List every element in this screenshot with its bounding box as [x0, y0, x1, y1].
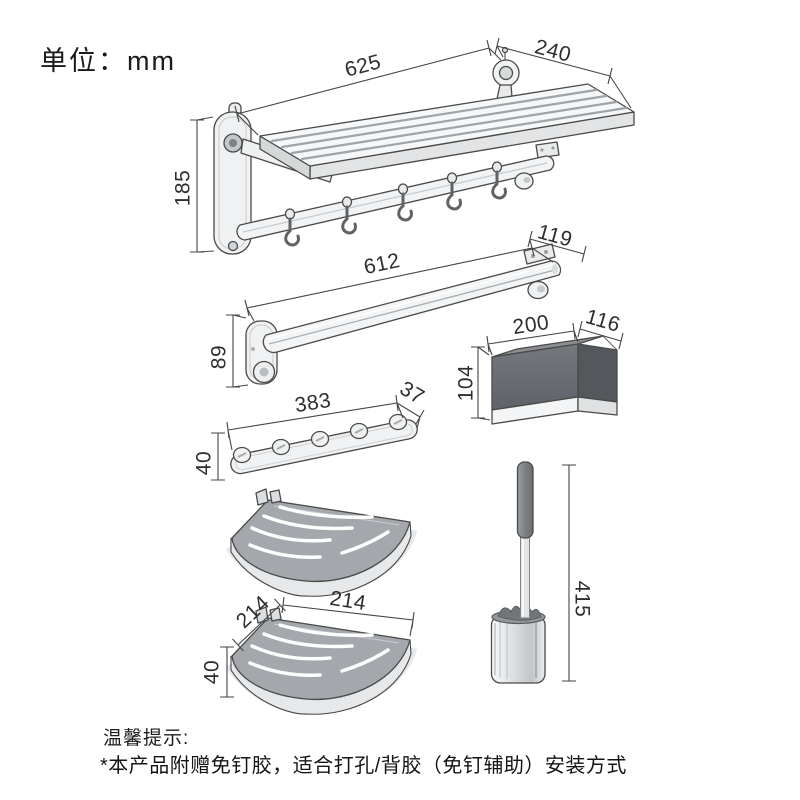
- rail-hook-heads: [232, 413, 408, 464]
- dim-shelf-side-top: 214: [328, 587, 368, 615]
- towel-bar-drawing: [245, 243, 562, 385]
- dim-bar-length: 612: [362, 249, 403, 279]
- hook-rail-drawing: [230, 413, 418, 475]
- dim-rail-depth: 37: [396, 377, 429, 409]
- dim-brush-height: 415: [571, 581, 594, 618]
- dim-shelf-height: 40: [201, 660, 224, 684]
- toilet-brush-drawing: [490, 461, 546, 684]
- unit-label: 单位：mm: [40, 46, 176, 76]
- note-title: 温馨提示:: [103, 727, 189, 749]
- dim-rack-height: 185: [172, 170, 195, 207]
- rack-hooks: [284, 161, 507, 247]
- storage-box-drawing: [491, 335, 618, 425]
- dim-box-width: 200: [511, 311, 551, 339]
- dim-rack-depth: 240: [532, 35, 573, 67]
- dim-bar-height: 89: [208, 345, 231, 369]
- corner-shelf-lower-drawing: [231, 607, 411, 714]
- towel-rack-drawing: [213, 46, 635, 255]
- toilet-brush-dimensions: 415: [562, 464, 594, 682]
- dim-rail-length: 383: [293, 389, 333, 417]
- corner-shelf-upper-drawing: [231, 489, 411, 596]
- dim-box-height: 104: [455, 365, 478, 402]
- dim-rail-height: 40: [193, 451, 216, 475]
- note-body: *本产品附赠免钉胶，适合打孔/背胶（免钉辅助）安装方式: [100, 754, 627, 777]
